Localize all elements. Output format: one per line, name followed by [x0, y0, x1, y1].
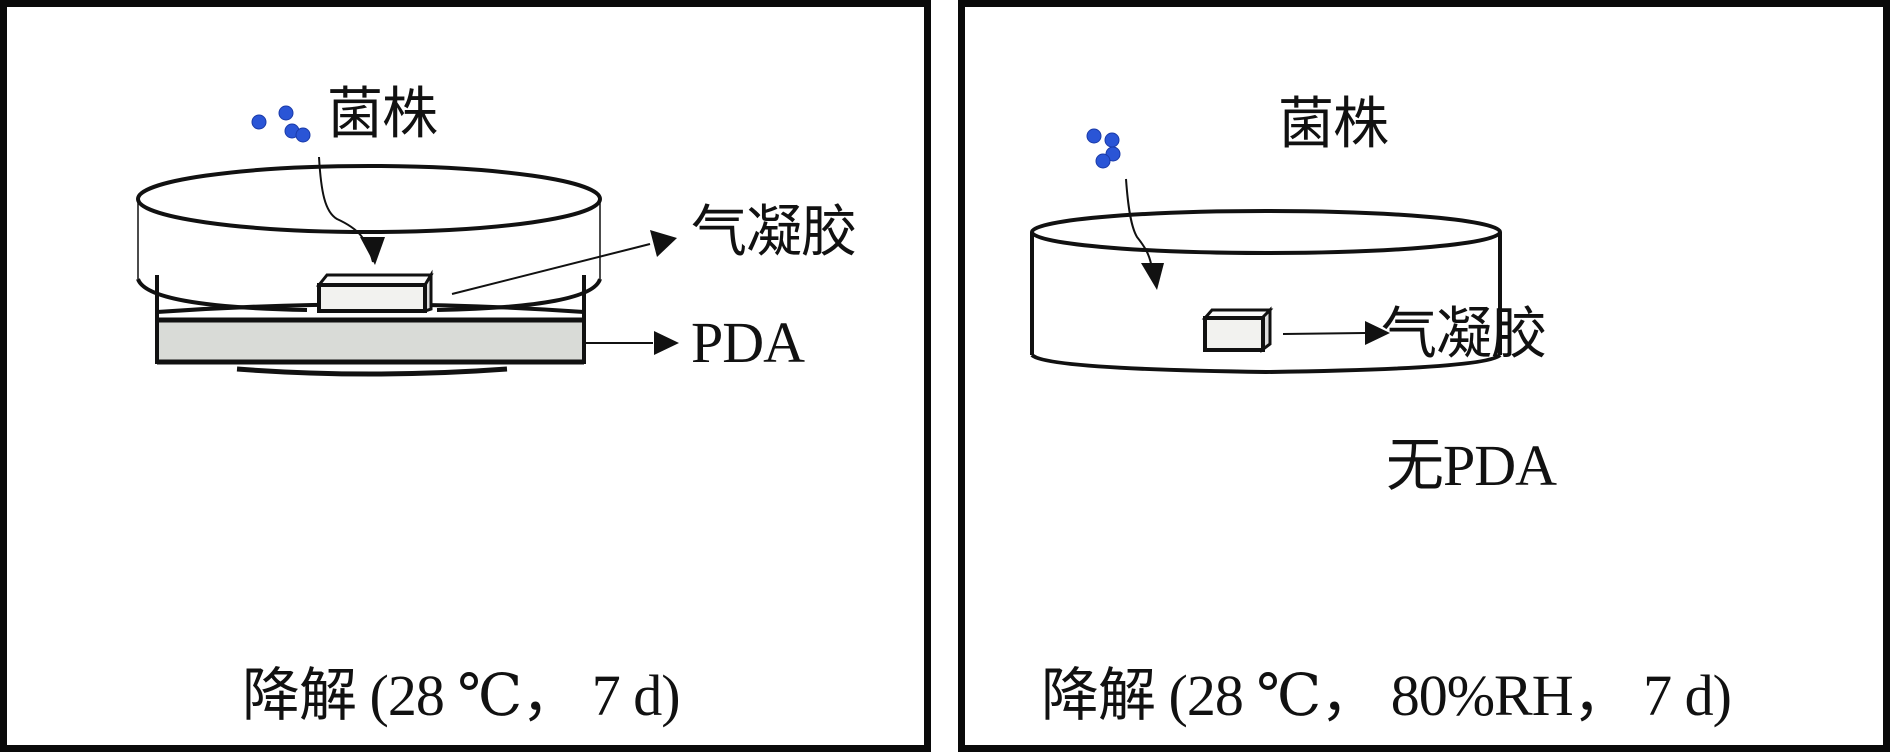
strain-arrow-head — [1141, 263, 1164, 290]
strain-arrow — [318, 156, 374, 263]
strain-label: 菌株 — [327, 84, 438, 146]
condition-caption: 降解 (28 ℃， 80%RH， 7 d) — [1041, 663, 1732, 728]
petri-dish-diagram-right — [1030, 128, 1502, 375]
aerogel-pointer-line — [1282, 332, 1366, 335]
strain-cell — [278, 105, 294, 121]
panel-gap — [931, 0, 958, 752]
strain-cell — [1104, 132, 1120, 148]
strain-cell — [251, 114, 267, 130]
strain-cell — [1086, 128, 1102, 144]
strain-label: 菌株 — [1278, 94, 1389, 156]
strain-arrow-head — [360, 237, 385, 265]
aerogel-pointer-head — [1365, 321, 1390, 345]
panel-with-pda: 菌株 气凝胶 PDA 降解 (28 ℃， 7 d) — [0, 0, 931, 752]
aerogel-pointer-line — [451, 243, 651, 295]
pda-pointer-head — [654, 331, 679, 355]
strain-cells-icon — [251, 105, 311, 143]
no-pda-label: 无PDA — [1386, 433, 1557, 498]
strain-cell — [295, 127, 311, 143]
aerogel-block-icon — [315, 269, 434, 314]
petri-dish — [1030, 209, 1502, 375]
aerogel-block-icon — [1201, 306, 1274, 353]
aerogel-label: 气凝胶 — [691, 202, 857, 264]
strain-cell — [1095, 153, 1111, 169]
strain-arrow — [1125, 178, 1153, 270]
panel-without-pda: 菌株 气凝胶 无PDA 降解 (28 ℃， 80%RH， 7 d) — [958, 0, 1890, 752]
petri-dish-lid — [136, 164, 602, 312]
strain-cells-icon — [1086, 128, 1121, 169]
pda-plate — [155, 275, 586, 377]
aerogel-pointer-head — [650, 230, 677, 257]
condition-caption: 降解 (28 ℃， 7 d) — [242, 663, 681, 728]
pda-label: PDA — [691, 310, 805, 375]
petri-dish-diagram-left — [136, 105, 679, 377]
aerogel-label: 气凝胶 — [1381, 304, 1547, 366]
